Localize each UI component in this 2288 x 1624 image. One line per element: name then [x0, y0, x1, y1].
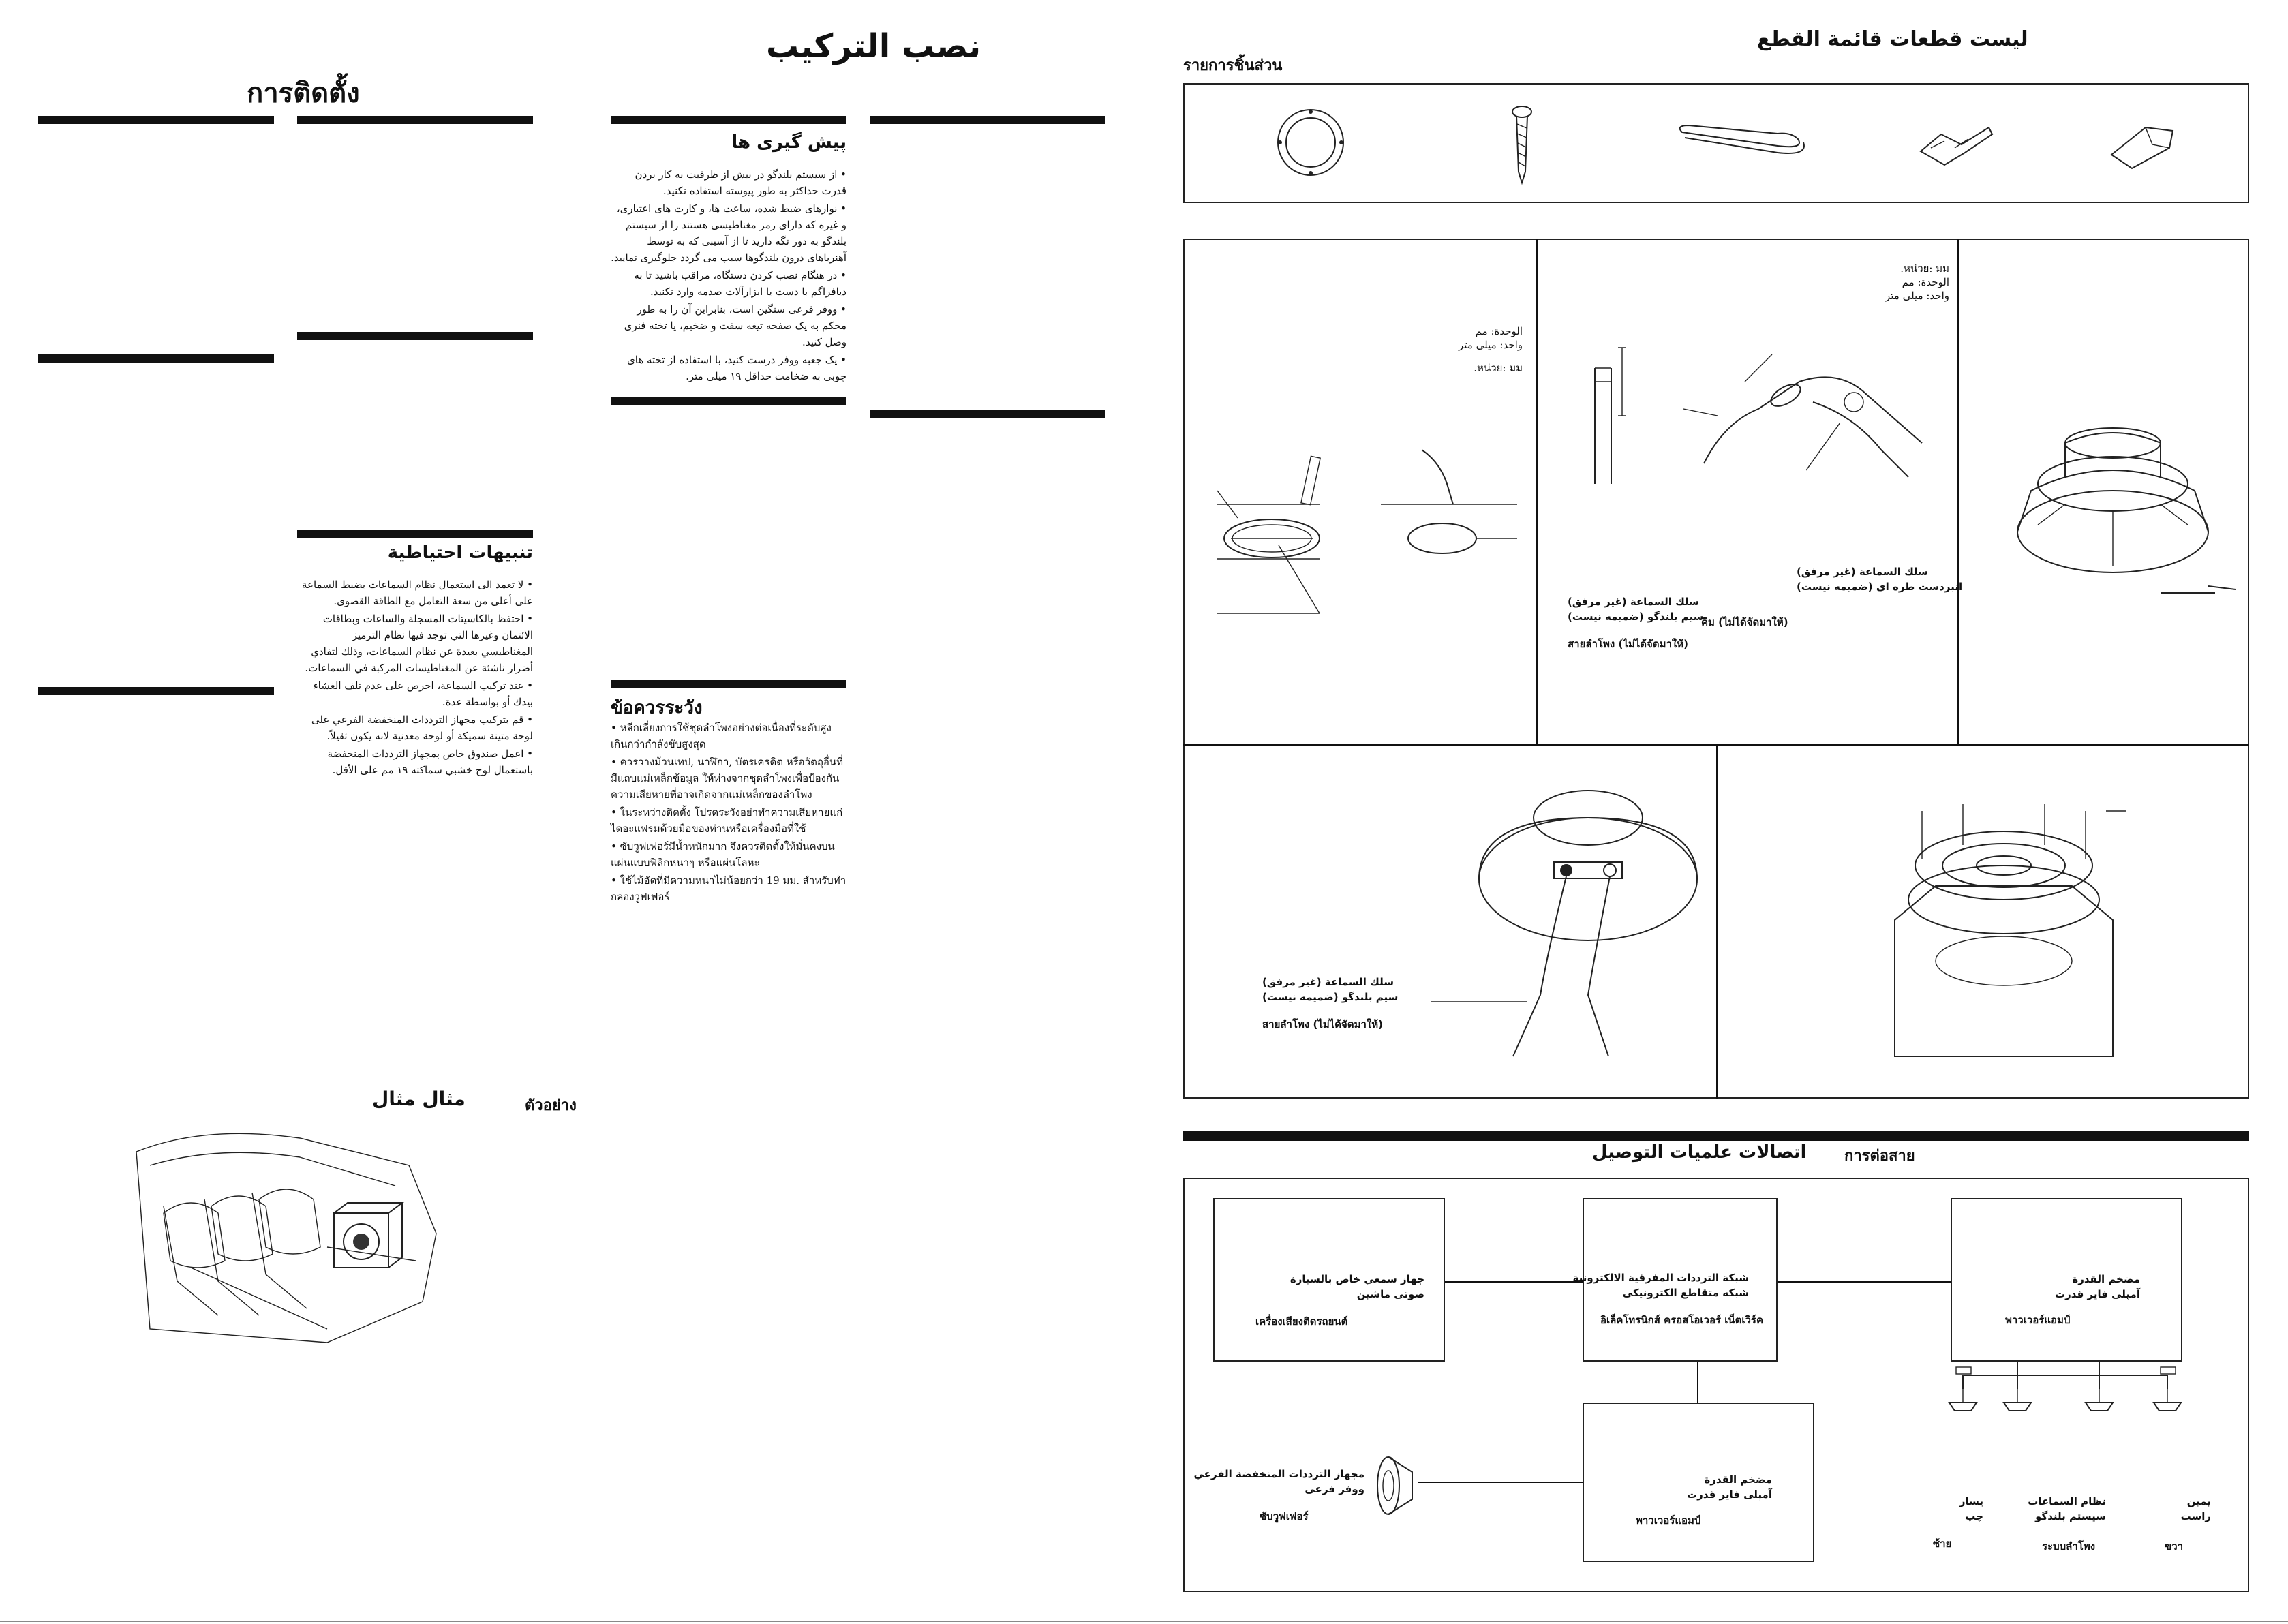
screw-icon [1512, 106, 1532, 185]
rule [870, 410, 1105, 418]
list-item: • احتفظ بالكاسيتات المسجلة والساعات وبطا… [305, 613, 533, 674]
parts-panel [1183, 83, 2249, 203]
cutout-drawing [1217, 449, 1517, 614]
list-item: • ในระหว่างติดตั้ง โปรดระวังอย่าทำความเส… [611, 806, 843, 835]
rule [38, 116, 274, 124]
car-interior-illustration [136, 1133, 437, 1343]
list-item: • หลีกเลี่ยงการใช้ชุดลำโพงอย่างต่อเนื่อง… [611, 722, 832, 750]
divider [1957, 239, 1959, 744]
title-arabic-install: نصب التركيب [766, 27, 981, 65]
example-thai-heading: ตัวอย่าง [525, 1097, 577, 1114]
speaker-drawing [2017, 427, 2236, 594]
connections-panel [1183, 1178, 2249, 1592]
list-item: • ووفر فرعی سنگین است، بنابراین آن را به… [624, 303, 846, 348]
rule [297, 116, 533, 124]
list-item: • ซับวูฟเฟอร์มีน้ำหนักมาก จึงควรติดตั้งใ… [611, 840, 835, 869]
connector-line [1697, 1362, 1698, 1403]
parts-title-arabic: ليست قطعات قائمة القطع [1757, 27, 2028, 51]
rule [611, 116, 846, 124]
precautions-thai-list: • หลีกเลี่ยงการใช้ชุดลำโพงอย่างต่อเนื่อง… [611, 720, 846, 906]
list-item: • یک جعبه ووفر درست کنید، با استفاده از … [626, 354, 846, 382]
grille-ring-icon [1277, 109, 1344, 176]
rule [611, 680, 846, 688]
title-thai-install: การติดตั้ง [247, 78, 360, 109]
list-item: • در هنگام نصب کردن دستگاه، مراقب باشید … [634, 269, 846, 298]
list-item: • نوارهای ضبط شده، ساعت ها، و کارت های ا… [611, 202, 846, 264]
list-item: • لا تعمد الى استعمال نظام السماعات بضبط… [301, 579, 533, 607]
connector-line [1445, 1281, 1583, 1283]
list-item: • از سیستم بلندگو در بیش از ظرفیت به کار… [635, 168, 846, 197]
precautions-arabic-list: • لا تعمد الى استعمال نظام السماعات بضبط… [297, 577, 533, 780]
speaker-wiring-drawing [1431, 790, 1698, 1057]
subwoofer-icon [1377, 1456, 1413, 1515]
rule [297, 530, 533, 538]
subwoofer-label-thai: ซับวูฟเฟอร์ [1260, 1510, 1309, 1522]
speaker-outputs-drawing [1948, 1362, 2182, 1411]
precautions-arabic-heading: تنبيهات احتياطية [387, 542, 533, 563]
wire-strip-icon [1679, 124, 1805, 154]
page-bottom-rule [0, 1621, 2288, 1622]
divider [1536, 239, 1538, 744]
list-item: • قم بتركيب مجهاز الترددات المنخفضة الفر… [311, 714, 533, 742]
plier-label-thai: คีม (ไม่ได้จัดมาให้) [1701, 616, 1788, 628]
plier-label: سلك السماعة (غير مرفق)انبردست طره ای (ضم… [1797, 566, 1963, 593]
speaker-system-label-thai: ระบบลำโพง [2042, 1540, 2096, 1552]
list-item: • عند تركيب السماعة، احرص على عدم تلف ال… [313, 679, 533, 708]
divider [1716, 744, 1718, 1099]
terminal-icon [1919, 126, 1994, 166]
connections-rule [1183, 1131, 2249, 1141]
connector-line [1418, 1482, 1583, 1483]
precautions-farsi-heading: پیش گیری ها [731, 132, 846, 153]
crimp-wire-label: سلك السماعة (غير مرفق)سیم بلندگو (ضمیمه … [1568, 596, 1704, 650]
right-label-thai: ขวา [2165, 1540, 2184, 1552]
precautions-farsi-list: • از سیستم بلندگو در بیش از ظرفیت به کار… [611, 166, 846, 386]
rule [611, 397, 846, 405]
rule [297, 332, 533, 340]
rule [870, 116, 1105, 124]
list-item: • ควรวางม้วนเทป, นาฬิกา, บัตรเครดิต หรือ… [611, 756, 844, 801]
list-item: • اعمل صندوق خاص بمجهاز الترددات المنخفض… [327, 748, 533, 776]
example-arabic-heading: مثال مثال [372, 1088, 466, 1110]
crimp-drawing [1594, 347, 1923, 484]
connector-line [1778, 1281, 1951, 1283]
connections-title-thai: การต่อสาย [1844, 1148, 1915, 1165]
sleeve-icon [2110, 126, 2174, 170]
connect-wire-label: سلك السماعة (غير مرفق)سیم بلندگو (ضمیمه … [1262, 976, 1399, 1030]
left-label-thai: ซ้าย [1933, 1537, 1952, 1550]
box-mount-drawing [1894, 804, 2126, 1057]
rule [38, 687, 274, 695]
list-item: • ใช้ไม้อัดที่มีความหนาไม่น้อยกว่า 19 มม… [611, 874, 846, 903]
connections-title-arabic: اتصالات علميات التوصيل [1592, 1142, 1807, 1163]
precautions-thai-heading: ข้อควรระวัง [611, 698, 703, 718]
rule [38, 354, 274, 363]
parts-title-thai: รายการชิ้นส่วน [1183, 57, 1283, 74]
